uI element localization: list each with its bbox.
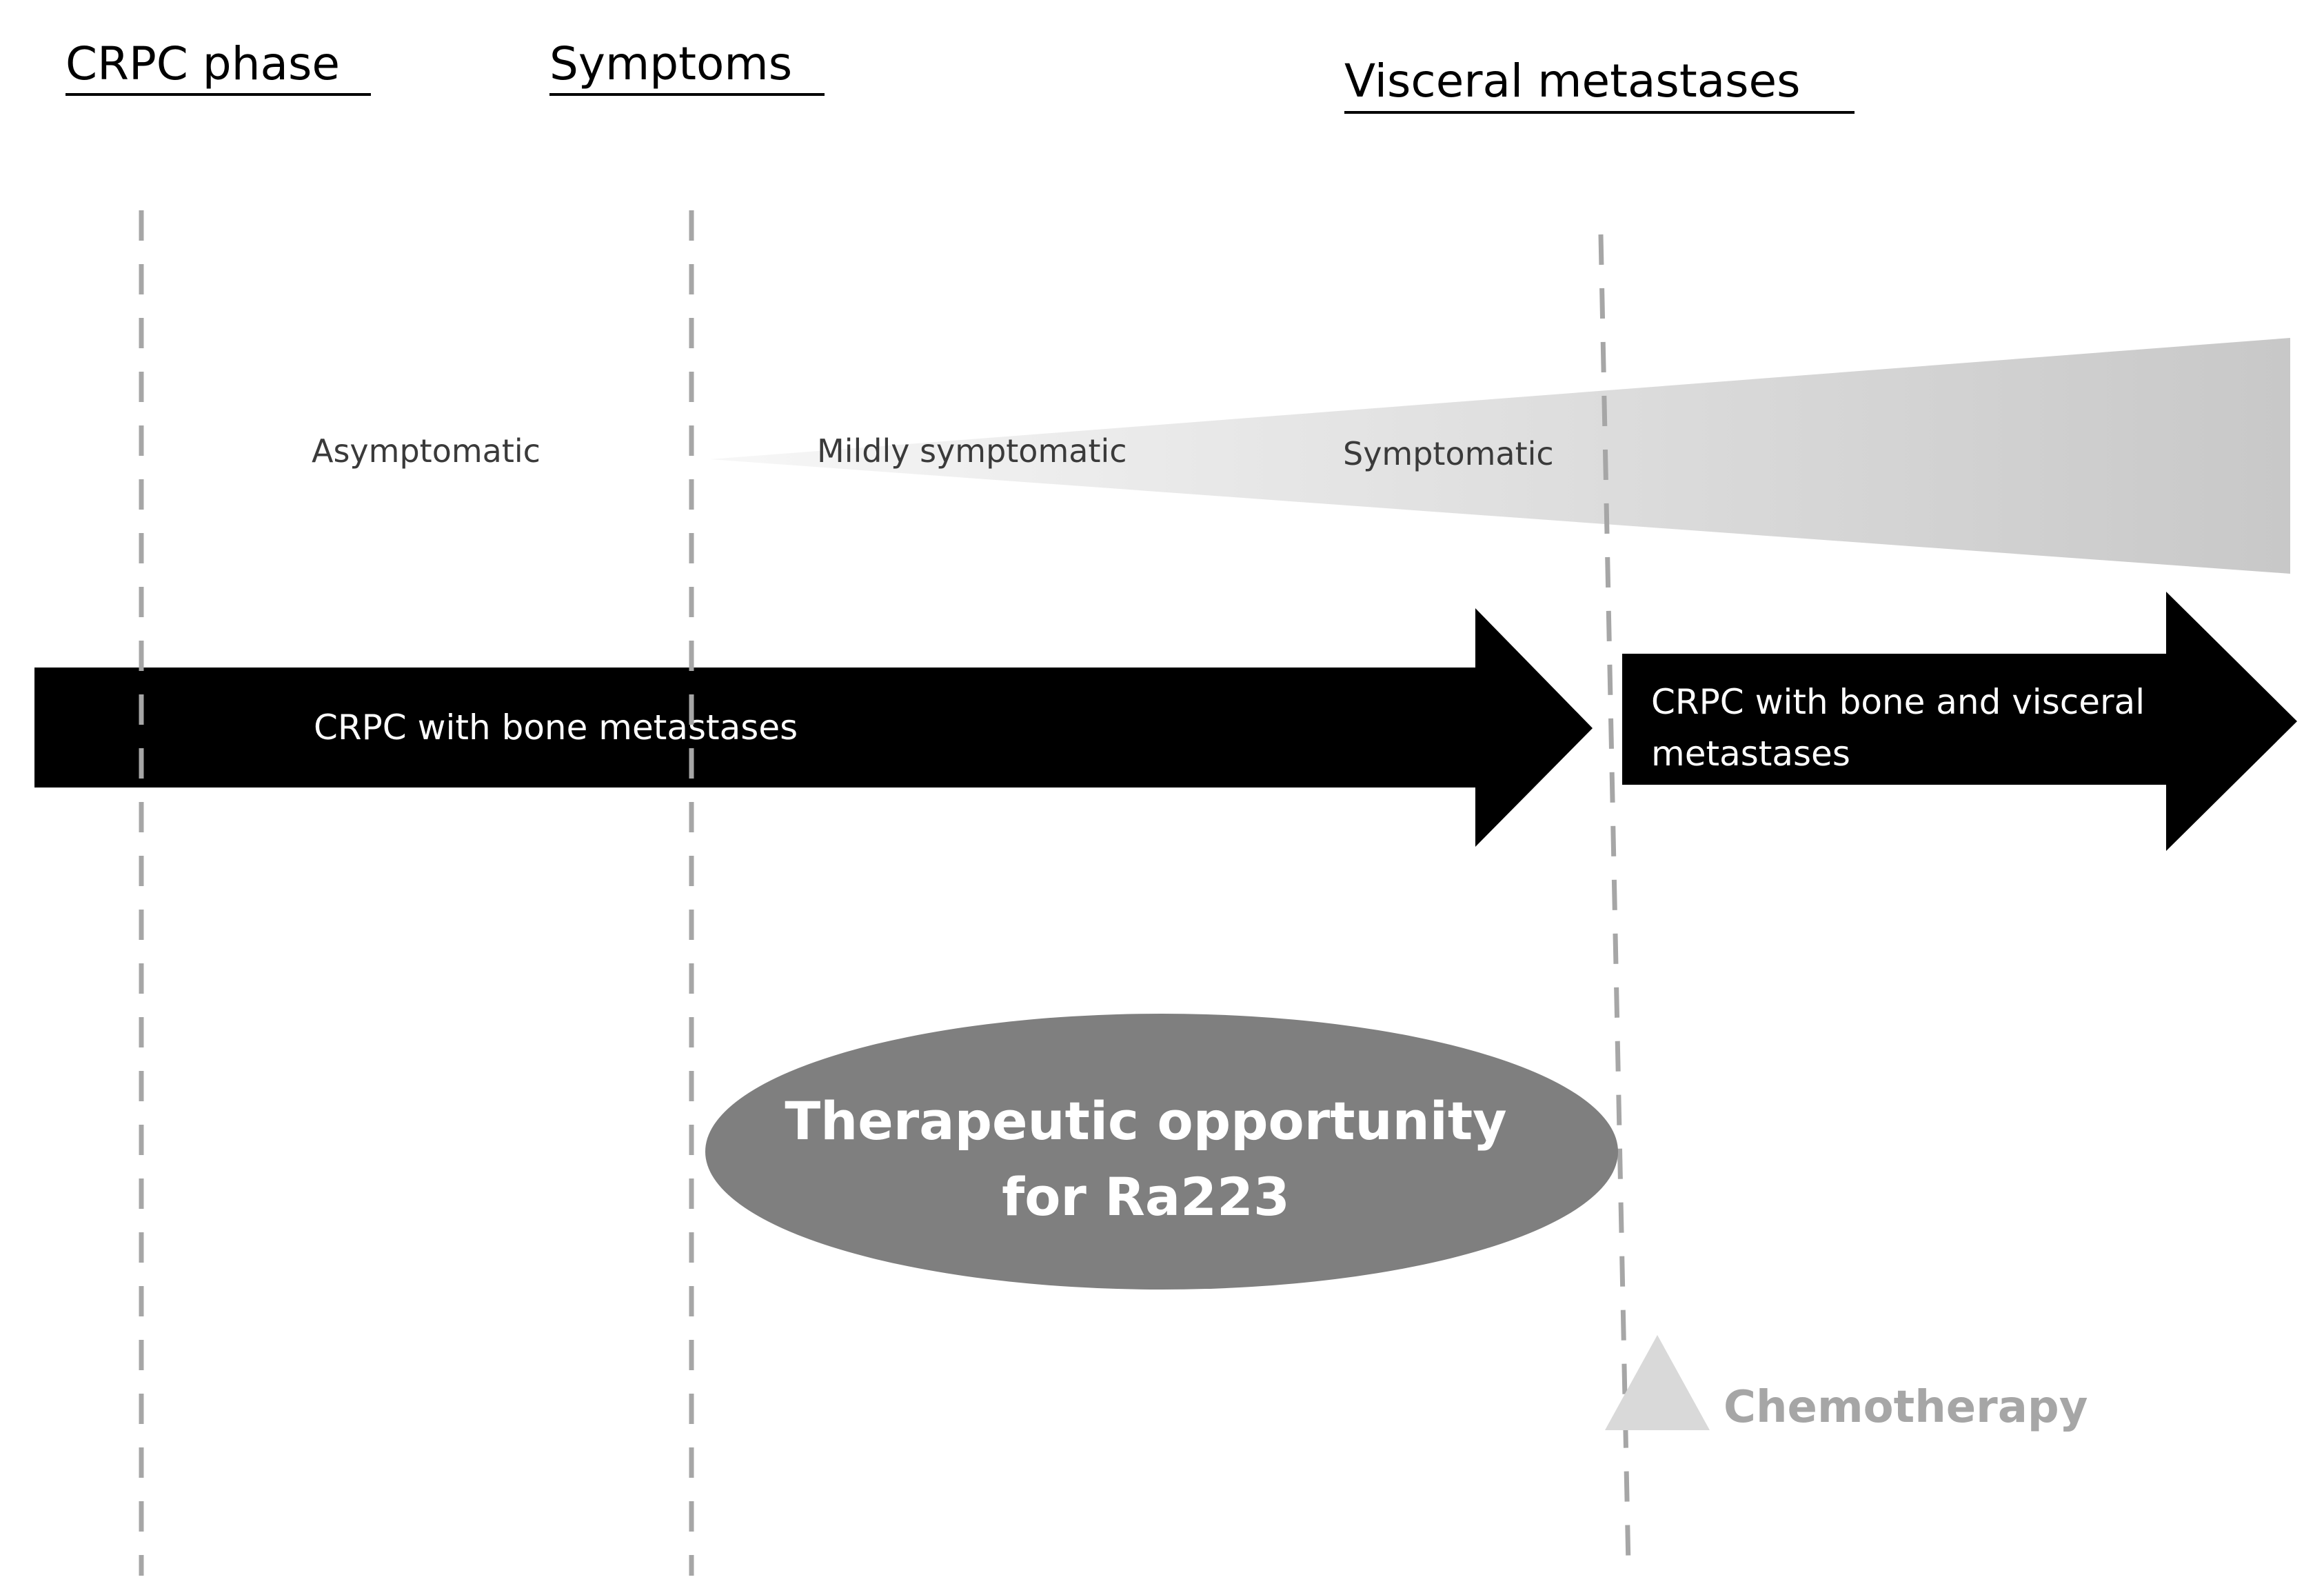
header-crpc-phase: CRPC phase bbox=[65, 37, 340, 90]
chemotherapy-triangle-icon bbox=[1605, 1335, 1710, 1430]
therapeutic-opportunity-line2: for Ra223 bbox=[1002, 1166, 1290, 1227]
label-mildly-symptomatic: Mildly symptomatic bbox=[817, 432, 1127, 470]
therapeutic-opportunity-ellipse bbox=[705, 1014, 1618, 1290]
arrow-bone-metastases-label: CRPC with bone metastases bbox=[314, 708, 798, 748]
arrow-bone-visceral-label-line2: metastases bbox=[1651, 734, 1850, 774]
header-visceral-metastases: Visceral metastases bbox=[1344, 54, 1801, 108]
symptom-intensity-wedge bbox=[710, 338, 2290, 574]
label-symptomatic: Symptomatic bbox=[1343, 435, 1554, 472]
label-asymptomatic: Asymptomatic bbox=[312, 432, 540, 470]
therapeutic-opportunity-line1: Therapeutic opportunity bbox=[785, 1090, 1506, 1152]
milestone-line-visceral-metastases bbox=[1598, 234, 1631, 1566]
arrow-bone-metastases bbox=[34, 608, 1593, 847]
arrow-bone-visceral-label-line1: CRPC with bone and visceral bbox=[1651, 682, 2145, 722]
chemotherapy-label: Chemotherapy bbox=[1724, 1382, 2088, 1433]
header-symptoms: Symptoms bbox=[549, 37, 792, 90]
arrow-bone-visceral-metastases bbox=[1622, 592, 2297, 851]
